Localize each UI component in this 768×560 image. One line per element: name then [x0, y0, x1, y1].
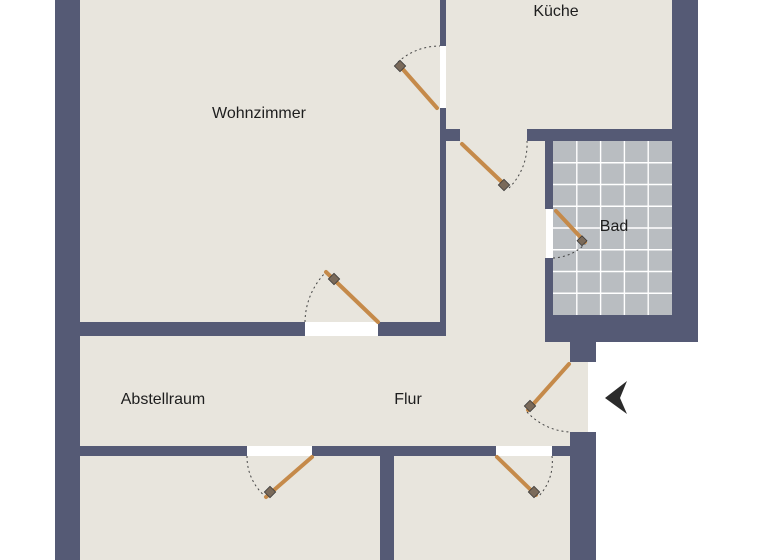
wall-right-outer-top	[672, 0, 698, 342]
walls	[55, 0, 698, 560]
wall-bad-left-upper	[545, 141, 553, 209]
wall-living-bottom-left	[80, 322, 305, 336]
wall-flur-bottom-left	[80, 446, 247, 456]
door-entrance-leaf	[526, 362, 571, 412]
door-hall-upper-swing	[508, 140, 528, 189]
door-wohnzimmer-hinge	[327, 272, 341, 286]
wall-kitchen-left-top	[440, 0, 446, 46]
wall-bad-top	[527, 129, 698, 141]
floor-entrance-gap	[570, 362, 588, 432]
door-hall-upper-leaf	[460, 142, 508, 188]
floor-room-bottom-right	[394, 456, 572, 560]
door-kitchen-leaf	[398, 64, 439, 110]
label-abstellraum: Abstellraum	[121, 391, 205, 408]
floor-wohnzimmer	[80, 0, 440, 322]
floor-room-bottom-left	[80, 456, 380, 560]
door-entrance	[523, 362, 571, 433]
door-bad	[552, 209, 588, 259]
door-entrance-hinge	[523, 399, 537, 413]
wall-kitchen-stub	[440, 129, 460, 141]
wall-left-outer	[55, 0, 80, 560]
door-bottom-right	[495, 455, 553, 499]
door-bad-hinge	[576, 235, 588, 247]
wall-kitchen-left-mid	[440, 108, 446, 336]
wall-bad-bottom	[545, 315, 698, 342]
door-hall-upper-hinge	[497, 178, 511, 192]
label-flur: Flur	[394, 391, 422, 408]
floor-hall-upper	[446, 130, 546, 340]
wall-bad-left-lower	[545, 258, 553, 342]
label-wohnzimmer: Wohnzimmer	[212, 105, 307, 122]
floor-kueche	[446, 0, 672, 130]
door-bottom-right-leaf	[495, 455, 538, 497]
door-bad-leaf	[554, 209, 587, 244]
wall-entrance-right-top	[570, 342, 596, 362]
door-bottom-left	[246, 455, 314, 499]
label-bad: Bad	[600, 218, 628, 235]
wall-bottom-divider	[380, 456, 394, 560]
entrance-arrow-icon	[605, 381, 627, 414]
floor-areas	[80, 0, 672, 560]
door-kitchen-hinge	[393, 59, 407, 73]
wall-living-bottom-right	[378, 322, 446, 336]
room-labels: Wohnzimmer Küche Bad Abstellraum Flur	[121, 3, 628, 408]
doors	[246, 45, 588, 499]
door-bottom-left-hinge	[263, 485, 277, 499]
wall-flur-bottom-right	[552, 446, 572, 456]
label-kueche: Küche	[533, 3, 578, 20]
floor-flur	[80, 336, 570, 446]
door-bottom-right-swing	[537, 455, 553, 498]
wall-entrance-right-bottom	[570, 432, 596, 560]
wall-flur-bottom-mid	[312, 446, 496, 456]
door-bottom-right-hinge	[527, 485, 541, 499]
door-wohnzimmer-swing	[304, 271, 327, 323]
door-kitchen	[393, 45, 441, 110]
door-wohnzimmer	[304, 270, 380, 324]
door-hall-upper	[460, 140, 528, 192]
